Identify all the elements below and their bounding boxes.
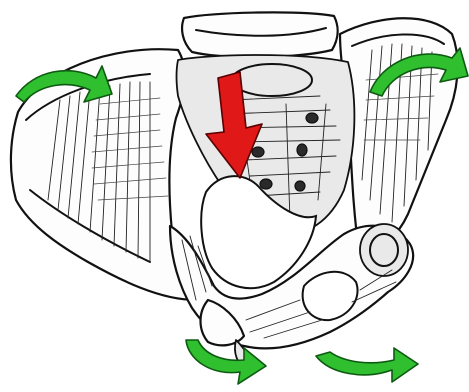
curved-arrow-icon <box>316 348 418 382</box>
